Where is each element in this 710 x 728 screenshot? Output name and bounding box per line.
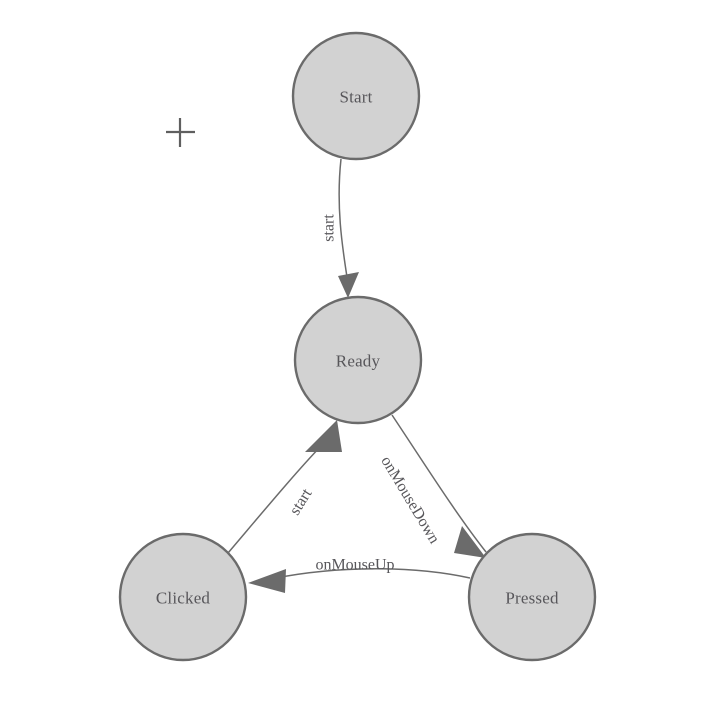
node-start[interactable]: Start xyxy=(291,31,421,161)
edge-ready-to-pressed-path xyxy=(391,414,487,553)
node-pressed[interactable]: Pressed xyxy=(467,532,597,662)
edge-label-pressed-to-clicked: onMouseUp xyxy=(315,557,394,574)
node-pressed-label: Pressed xyxy=(505,589,559,608)
edge-label-clicked-to-ready: start xyxy=(286,485,315,518)
node-clicked-label: Clicked xyxy=(156,589,211,608)
edge-clicked-to-ready-arrowhead xyxy=(305,420,342,452)
edge-start-to-ready-arrowhead xyxy=(338,272,359,298)
node-start-label: Start xyxy=(339,88,372,107)
edge-ready-to-pressed[interactable]: onMouseDown xyxy=(377,414,487,558)
node-start-circle[interactable] xyxy=(291,31,421,161)
node-pressed-circle[interactable] xyxy=(467,532,597,662)
node-clicked[interactable]: Clicked xyxy=(118,532,248,662)
edge-clicked-to-ready[interactable]: start xyxy=(227,420,342,554)
node-ready-circle[interactable] xyxy=(293,295,423,425)
node-ready-label: Ready xyxy=(336,352,381,371)
edge-clicked-to-ready-path xyxy=(227,444,323,554)
edge-pressed-to-clicked-arrowhead xyxy=(248,569,286,593)
edge-ready-to-pressed-arrowhead xyxy=(454,526,486,558)
node-ready[interactable]: Ready xyxy=(293,295,423,425)
edge-start-to-ready-path xyxy=(338,158,348,278)
edge-start-to-ready[interactable]: start xyxy=(321,158,360,298)
edge-pressed-to-clicked[interactable]: onMouseUp xyxy=(248,557,471,594)
edge-label-ready-to-pressed: onMouseDown xyxy=(377,453,442,546)
node-clicked-circle[interactable] xyxy=(118,532,248,662)
crosshair-marker xyxy=(166,118,195,147)
edge-label-start-to-ready: start xyxy=(321,214,338,242)
